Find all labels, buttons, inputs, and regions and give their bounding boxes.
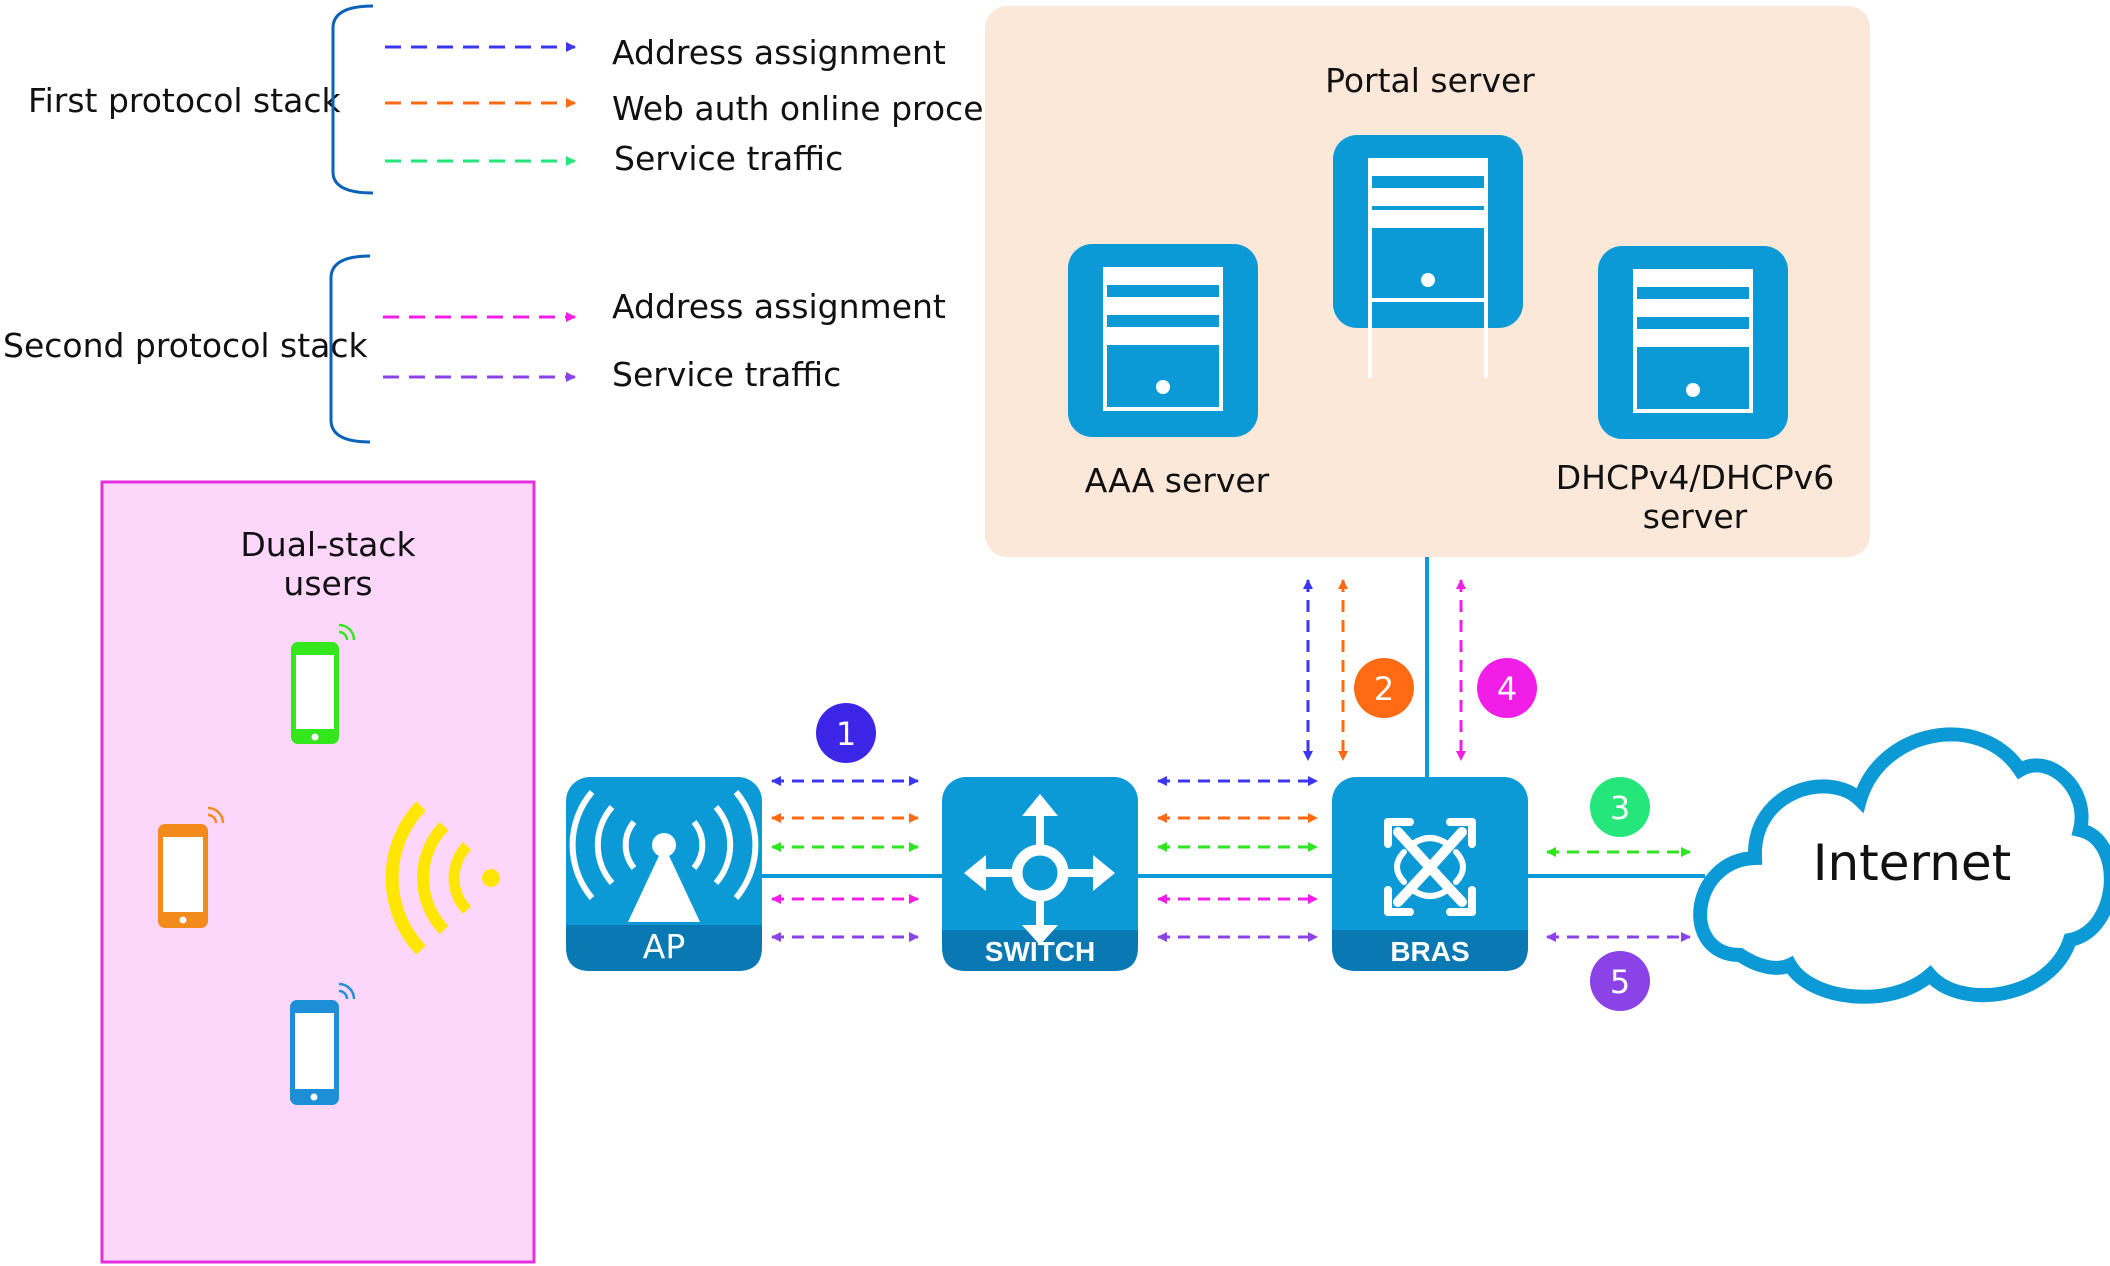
badge-4: 4 (1477, 658, 1537, 718)
badge-2-number: 2 (1374, 670, 1394, 708)
dhcp-server-label-line2: server (1643, 497, 1748, 536)
dual-stack-users-area: Dual-stack users (100, 480, 536, 1264)
network-links (760, 557, 1705, 878)
phone-blue-icon (290, 982, 356, 1105)
badge-3-number: 3 (1610, 789, 1630, 827)
ap-device[interactable]: AP (566, 777, 762, 971)
aaa-server-label: AAA server (1085, 461, 1270, 500)
ap-device-band (566, 925, 762, 971)
badge-5-number: 5 (1610, 963, 1630, 1001)
dhcp-server-label-line1: DHCPv4/DHCPv6 (1556, 458, 1835, 497)
switch-arrows-icon (964, 794, 1115, 945)
bras-label: BRAS (1390, 936, 1469, 967)
antenna-icon (569, 790, 759, 922)
portal-server-title: Portal server (1325, 61, 1535, 100)
users-title-line1: Dual-stack (240, 525, 416, 564)
legend-first-stack: First protocol stack Address assignment … (28, 4, 1018, 195)
wifi-signal-icon (385, 801, 500, 955)
second-stack-title: Second protocol stack (3, 326, 369, 365)
legend-label-address-1: Address assignment (612, 33, 946, 72)
first-stack-brace (331, 4, 374, 195)
internet-cloud[interactable]: Internet (1693, 727, 2110, 1004)
portal-server-icon (1333, 135, 1523, 378)
bras-device[interactable]: BRAS (1332, 777, 1528, 971)
badge-5: 5 (1590, 951, 1650, 1011)
badge-1: 1 (816, 703, 876, 763)
switch-device[interactable]: SWITCH (942, 777, 1138, 971)
badge-2: 2 (1354, 658, 1414, 718)
legend-label-web-auth: Web auth online process (612, 89, 1018, 128)
cloud-shape (1693, 727, 2110, 1004)
bras-device-band (1332, 930, 1528, 971)
internet-label: Internet (1813, 834, 2012, 892)
switch-label: SWITCH (985, 936, 1095, 967)
legend-second-stack: Second protocol stack Address assignment… (3, 254, 946, 444)
ap-label: AP (643, 927, 685, 966)
phone-orange-icon (158, 806, 225, 928)
flow-arrows (771, 579, 1691, 942)
phone-green-icon (291, 623, 356, 744)
badge-1-number: 1 (836, 715, 856, 753)
bras-router-icon (1384, 818, 1476, 916)
switch-device-band (942, 930, 1138, 971)
switch-device-body (942, 777, 1138, 971)
users-title-line2: users (283, 564, 372, 603)
legend-label-service-1: Service traffic (614, 139, 843, 178)
aaa-server-icon (1068, 244, 1258, 437)
legend-label-address-2: Address assignment (612, 287, 946, 326)
first-stack-title: First protocol stack (28, 81, 342, 120)
badge-4-number: 4 (1497, 670, 1517, 708)
legend-label-service-2: Service traffic (612, 355, 841, 394)
second-stack-brace (329, 254, 371, 444)
dhcp-server-icon (1598, 246, 1788, 439)
badge-3: 3 (1590, 777, 1650, 837)
portal-server-area: Portal server AAA server (985, 6, 1870, 557)
legend: First protocol stack Address assignment … (3, 4, 1018, 444)
step-badges: 1 2 3 4 5 (816, 658, 1650, 1011)
